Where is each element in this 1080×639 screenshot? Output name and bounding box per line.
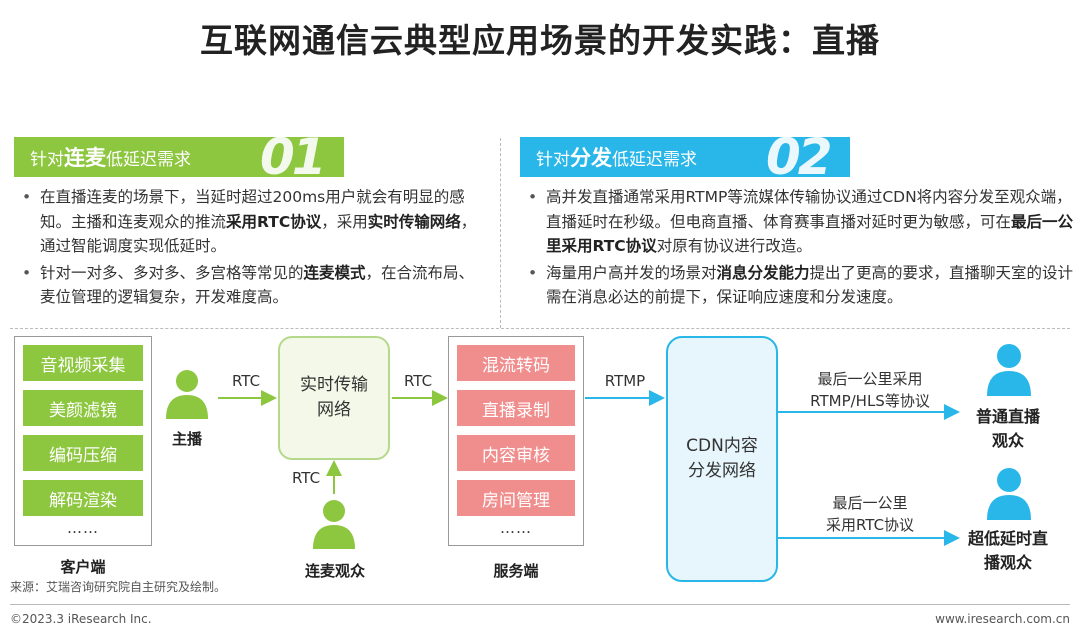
client-item-1: 音视频采集	[23, 345, 143, 381]
bold-span: 实时传输网络	[367, 212, 461, 231]
rtmp-label: RTMP	[604, 372, 646, 390]
server-item-3: 内容审核	[457, 435, 575, 471]
text-span: 对原有协议进行改造。	[656, 237, 812, 255]
anchor-label: 主播	[171, 430, 202, 448]
cohost-viewer-label: 连麦观众	[304, 562, 365, 580]
right-section-header: 针对分发低延迟需求 02	[520, 128, 850, 186]
left-bullet-1: 在直播连麦的场景下，当延时超过200ms用户就会有明显的感知。主播和连麦观众的推…	[18, 185, 480, 259]
horizontal-divider	[10, 328, 1070, 329]
anchor-person-icon	[166, 370, 208, 419]
right-header-suffix: 低延迟需求	[612, 149, 697, 170]
right-bullet-list: 高并发直播通常采用RTMP等流媒体传输协议通过CDN将内容分发至观众端，直播延时…	[524, 185, 1074, 312]
text-span: 提出了更高的要求，直播聊天室的设计需在消息必达的前提下，保证响应速度和分发速度。	[546, 263, 1074, 307]
client-item-4: 解码渲染	[23, 480, 143, 516]
bold-span: 采用RTC协议	[226, 212, 322, 231]
text-span: ，通过智能调度实现低延时。	[40, 212, 477, 256]
left-header-number-block: 01	[254, 128, 344, 186]
client-label: 客户端	[60, 558, 106, 576]
client-item-2: 美颜滤镜	[23, 390, 143, 426]
ultra-viewer-icon	[987, 468, 1031, 520]
text-span: ，采用	[321, 212, 368, 231]
bold-span: 连麦模式	[303, 263, 366, 282]
client-item-3: 编码压缩	[23, 435, 143, 471]
text-span: ，在合流布局、麦位管理的逻辑复杂，开发难度高。	[40, 263, 475, 307]
cohost-viewer-icon	[313, 500, 355, 549]
right-header-prefix: 针对	[536, 149, 570, 170]
right-bullet-1: 高并发直播通常采用RTMP等流媒体传输协议通过CDN将内容分发至观众端，直播延时…	[524, 185, 1074, 259]
normal-viewer-label: 普通直播观众	[975, 407, 1040, 450]
right-header-highlight: 分发	[570, 146, 612, 170]
top-route-line-1: 最后一公里采用	[817, 370, 923, 388]
rtc-label-viewer: RTC	[291, 469, 321, 487]
text-span: 针对一对多、多对多、多宫格等常见的	[40, 263, 304, 282]
server-item-1: 混流转码	[457, 345, 575, 381]
bottom-route-line-1: 最后一公里	[832, 494, 908, 512]
bottom-route-line-2: 采用RTC协议	[825, 516, 915, 534]
client-panel	[14, 336, 152, 546]
server-item-2: 直播录制	[457, 390, 575, 426]
server-item-4: 房间管理	[457, 480, 575, 516]
top-route-line-2: RTMP/HLS等协议	[810, 392, 930, 410]
footer-divider	[10, 604, 1070, 605]
source-note: 来源：艾瑞咨询研究院自主研究及绘制。	[10, 580, 227, 594]
server-more-dots: ……	[500, 519, 532, 537]
right-header-bar: 针对分发低延迟需求	[520, 137, 760, 177]
realtime-network-box: 实时传输网络	[278, 336, 390, 460]
server-label: 服务端	[493, 562, 539, 580]
ultra-viewer-label: 超低延时直播观众	[967, 529, 1048, 572]
left-header-number: 01	[260, 128, 327, 186]
left-bullet-list: 在直播连麦的场景下，当延时超过200ms用户就会有明显的感知。主播和连麦观众的推…	[18, 185, 480, 312]
right-header-number-block: 02	[760, 128, 850, 186]
cdn-box-label: CDN内容分发网络	[686, 436, 758, 481]
vertical-divider	[500, 138, 501, 328]
left-header-prefix: 针对	[30, 149, 64, 170]
left-bullet-2: 针对一对多、多对多、多宫格等常见的连麦模式，在合流布局、麦位管理的逻辑复杂，开发…	[18, 261, 480, 310]
rtc-label-anchor: RTC	[231, 372, 261, 390]
realtime-network-label: 实时传输网络	[300, 375, 368, 420]
website: www.iresearch.com.cn	[935, 612, 1070, 626]
left-header-highlight: 连麦	[64, 146, 106, 170]
bold-span: 消息分发能力	[716, 263, 810, 282]
text-span: 高并发直播通常采用RTMP等流媒体传输协议通过CDN将内容分发至观众端，直播延时…	[546, 188, 1072, 231]
page-title: 互联网通信云典型应用场景的开发实践：直播	[200, 21, 880, 60]
left-header-bar: 针对连麦低延迟需求	[14, 137, 254, 177]
right-bullet-2: 海量用户高并发的场景对消息分发能力提出了更高的要求，直播聊天室的设计需在消息必达…	[524, 261, 1074, 310]
left-header-suffix: 低延迟需求	[106, 149, 191, 170]
client-more-dots: ……	[67, 519, 99, 537]
text-span: 海量用户高并发的场景对	[546, 263, 717, 282]
rtc-label-network: RTC	[403, 372, 433, 390]
bold-span: 最后一公里采用RTC协议	[546, 212, 1074, 256]
normal-viewer-icon	[987, 344, 1031, 396]
left-section-header: 针对连麦低延迟需求 01	[14, 128, 344, 186]
copyright: ©2023.3 iResearch Inc.	[10, 612, 152, 626]
text-span: 在直播连麦的场景下，当延时超过200ms用户就会有明显的感知。主播和连麦观众的推…	[40, 188, 465, 231]
server-panel	[448, 336, 584, 546]
cdn-box: CDN内容分发网络	[666, 336, 778, 582]
right-header-number: 02	[766, 128, 833, 186]
